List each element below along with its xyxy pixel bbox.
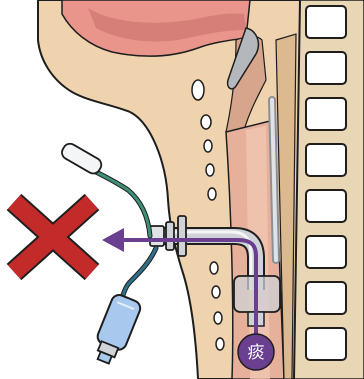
cartilage-8	[214, 312, 222, 324]
vertebra-8	[306, 328, 346, 360]
cartilage-5	[208, 188, 216, 200]
tube-flange-outer	[178, 216, 186, 256]
cartilage-4	[206, 164, 214, 176]
cartilage-1	[192, 80, 204, 100]
tube-flange-inner	[166, 222, 174, 250]
vertebra-2	[306, 52, 346, 84]
vertebra-6	[306, 236, 346, 268]
vertebra-1	[306, 6, 346, 38]
cartilage-6	[210, 262, 218, 274]
vertebra-3	[306, 98, 346, 130]
cartilage-2	[201, 115, 211, 129]
phlegm-label: 痰	[248, 343, 265, 363]
cartilage-7	[212, 286, 220, 298]
vertebra-5	[306, 190, 346, 222]
cartilage-3	[204, 140, 212, 152]
vertebra-7	[306, 282, 346, 314]
vertebra-4	[306, 144, 346, 176]
cartilage-9	[216, 338, 224, 350]
